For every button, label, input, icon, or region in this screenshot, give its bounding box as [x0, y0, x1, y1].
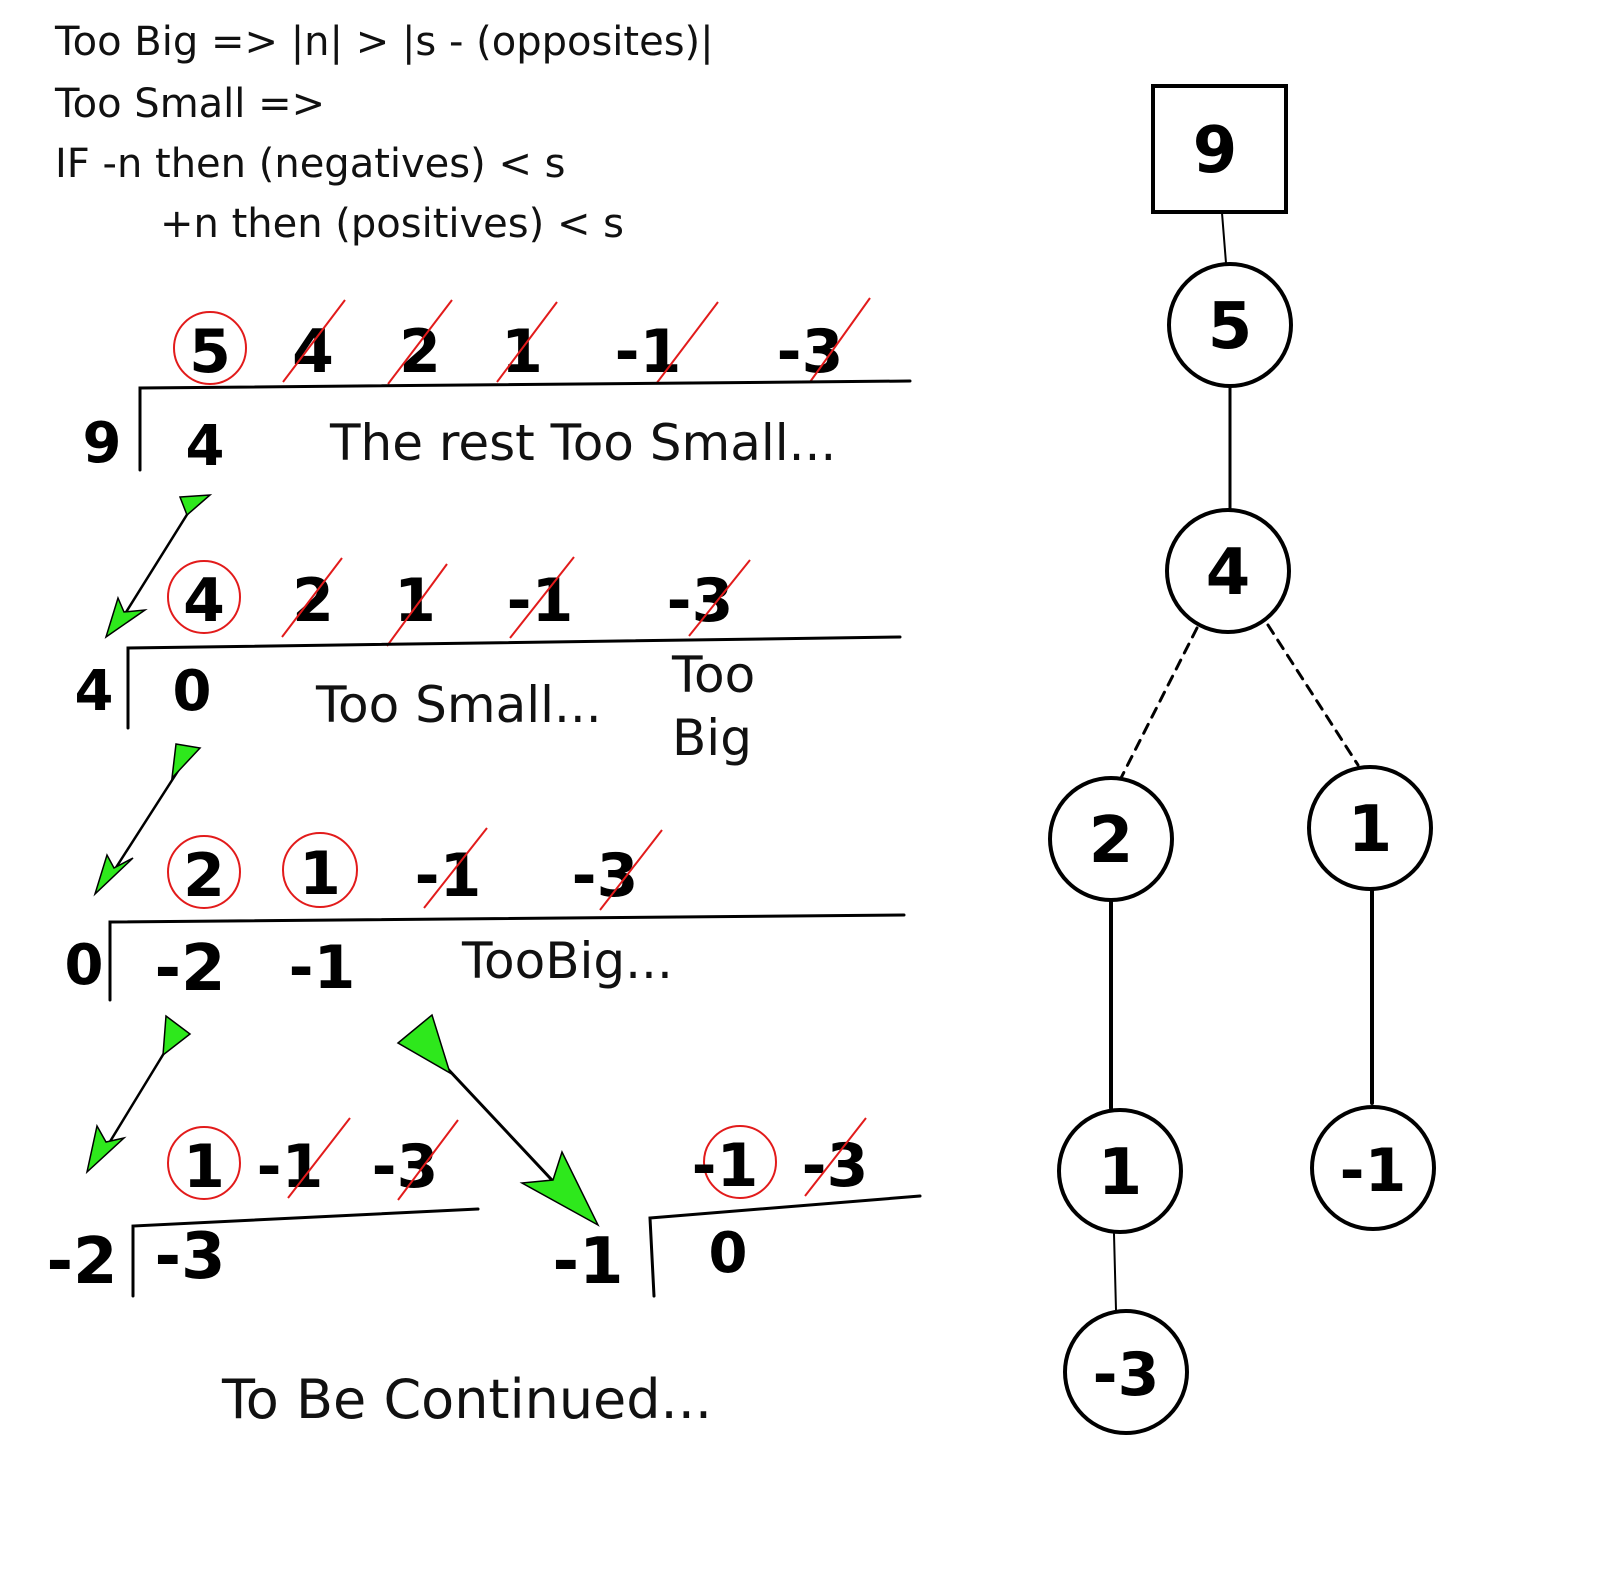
step4a-number-1: 1 [183, 1132, 225, 1202]
step2-note-too: Too [671, 646, 755, 704]
step3-number-2: 2 [183, 841, 225, 911]
step3-divisor: 0 [65, 933, 104, 998]
rule-if-positive: +n then (positives) < s [160, 201, 624, 247]
step2-divisor: 4 [75, 659, 114, 724]
step4b-number-neg3: -3 [802, 1131, 869, 1201]
tree-edge [1221, 212, 1227, 264]
step1-number-5: 5 [189, 317, 231, 387]
strike-mark [387, 299, 453, 385]
tree: 9 5 4 2 1 1 -1 -3 [1048, 84, 1436, 1435]
step2-note-big: Big [672, 709, 752, 767]
step1-number-1: 1 [501, 317, 543, 387]
strike-mark [655, 301, 719, 385]
step2-number-4: 4 [183, 566, 225, 636]
strike-mark [423, 827, 488, 909]
step4b-divisor: -1 [552, 1225, 623, 1299]
step4a-number-neg1: -1 [257, 1132, 324, 1202]
tree-node-2 [1048, 776, 1174, 902]
strike-mark [688, 559, 751, 637]
selected-circle [703, 1125, 777, 1199]
strike-mark [599, 829, 663, 911]
rule-too-big: Too Big => |n| > |s - (opposites)| [54, 19, 714, 65]
step3-number-neg3: -3 [572, 841, 639, 911]
rule-too-small: Too Small => [54, 81, 325, 127]
tree-edge [1113, 1233, 1117, 1311]
division-bracket [126, 635, 902, 730]
tree-node-5-label: 5 [1208, 290, 1253, 364]
arrow-step3-to-step4a [85, 1014, 192, 1175]
step4b-number-neg1: -1 [692, 1131, 759, 1201]
step1-number-neg3: -3 [777, 317, 844, 387]
selected-circle [173, 311, 247, 385]
step1-number-4: 4 [292, 317, 334, 387]
rules-block: Too Big => |n| > |s - (opposites)| Too S… [54, 19, 714, 247]
step1-note: The rest Too Small... [329, 414, 836, 472]
tree-edge-dashed [1119, 626, 1199, 780]
step1-number-2: 2 [399, 317, 441, 387]
step1-divisor: 9 [83, 411, 122, 476]
step3-note: TooBig... [461, 932, 673, 990]
arrow-step3-to-step4b [396, 1013, 600, 1227]
strike-mark [809, 297, 871, 383]
division-bracket [138, 379, 912, 472]
step1: 5 4 2 1 -1 -3 9 4 The rest Too Small... [83, 297, 912, 479]
tree-node-2-label: 2 [1089, 804, 1134, 878]
tree-node-neg1 [1310, 1105, 1436, 1231]
strike-mark [397, 1119, 459, 1201]
step2-quotient: 0 [173, 659, 212, 724]
selected-circle [167, 835, 241, 909]
step4b-quotient: 0 [709, 1221, 748, 1286]
step3-quotient-neg2: -2 [154, 932, 225, 1006]
tree-node-5 [1167, 262, 1293, 388]
tree-root-box [1151, 84, 1288, 214]
tree-node-neg3 [1063, 1309, 1189, 1435]
tree-edge-dashed [1266, 623, 1360, 767]
step4a: 1 -1 -3 -2 -3 [46, 1117, 480, 1299]
step1-number-neg1: -1 [615, 317, 682, 387]
step4a-quotient: -3 [154, 1220, 225, 1294]
step2-note: Too Small... [315, 676, 602, 734]
tree-node-neg3-label: -3 [1093, 1340, 1160, 1410]
strike-mark [804, 1117, 867, 1197]
step2: 4 2 1 -1 -3 4 0 Too Small... Too Big [75, 556, 902, 767]
tree-node-4 [1165, 508, 1291, 634]
selected-circle [282, 832, 358, 908]
strike-mark [287, 1117, 351, 1199]
step3: 2 1 -1 -3 0 -2 -1 TooBig... [65, 827, 906, 1006]
selected-circle [167, 560, 241, 634]
tree-node-neg1-label: -1 [1340, 1136, 1407, 1206]
division-bracket [108, 913, 906, 1002]
step2-number-neg3: -3 [667, 566, 734, 636]
division-bracket [648, 1194, 922, 1298]
selected-circle [167, 1126, 241, 1200]
step1-quotient: 4 [186, 414, 225, 479]
step3-quotient-neg1: -1 [289, 933, 356, 1003]
rule-if-negative: IF -n then (negatives) < s [55, 141, 566, 187]
tree-node-4-label: 4 [1206, 536, 1251, 610]
step4b: -1 -3 -1 0 [552, 1117, 922, 1299]
footer-text: To Be Continued... [221, 1368, 712, 1431]
step3-number-1: 1 [299, 839, 341, 909]
tree-root-label: 9 [1193, 114, 1238, 188]
strike-mark [386, 563, 448, 647]
tree-node-1-right [1307, 765, 1433, 891]
arrow-step1-to-step2 [104, 494, 213, 639]
strike-mark [281, 557, 343, 638]
tree-node-1-left [1057, 1108, 1183, 1234]
arrow-step2-to-step3 [93, 743, 202, 897]
division-bracket [131, 1207, 480, 1298]
tree-node-1-left-label: 1 [1098, 1136, 1143, 1210]
strike-mark [282, 299, 346, 383]
strike-mark [496, 301, 558, 383]
step4a-divisor: -2 [46, 1225, 117, 1299]
step2-number-1: 1 [394, 566, 436, 636]
strike-mark [509, 556, 575, 639]
tree-node-1-right-label: 1 [1348, 793, 1393, 867]
